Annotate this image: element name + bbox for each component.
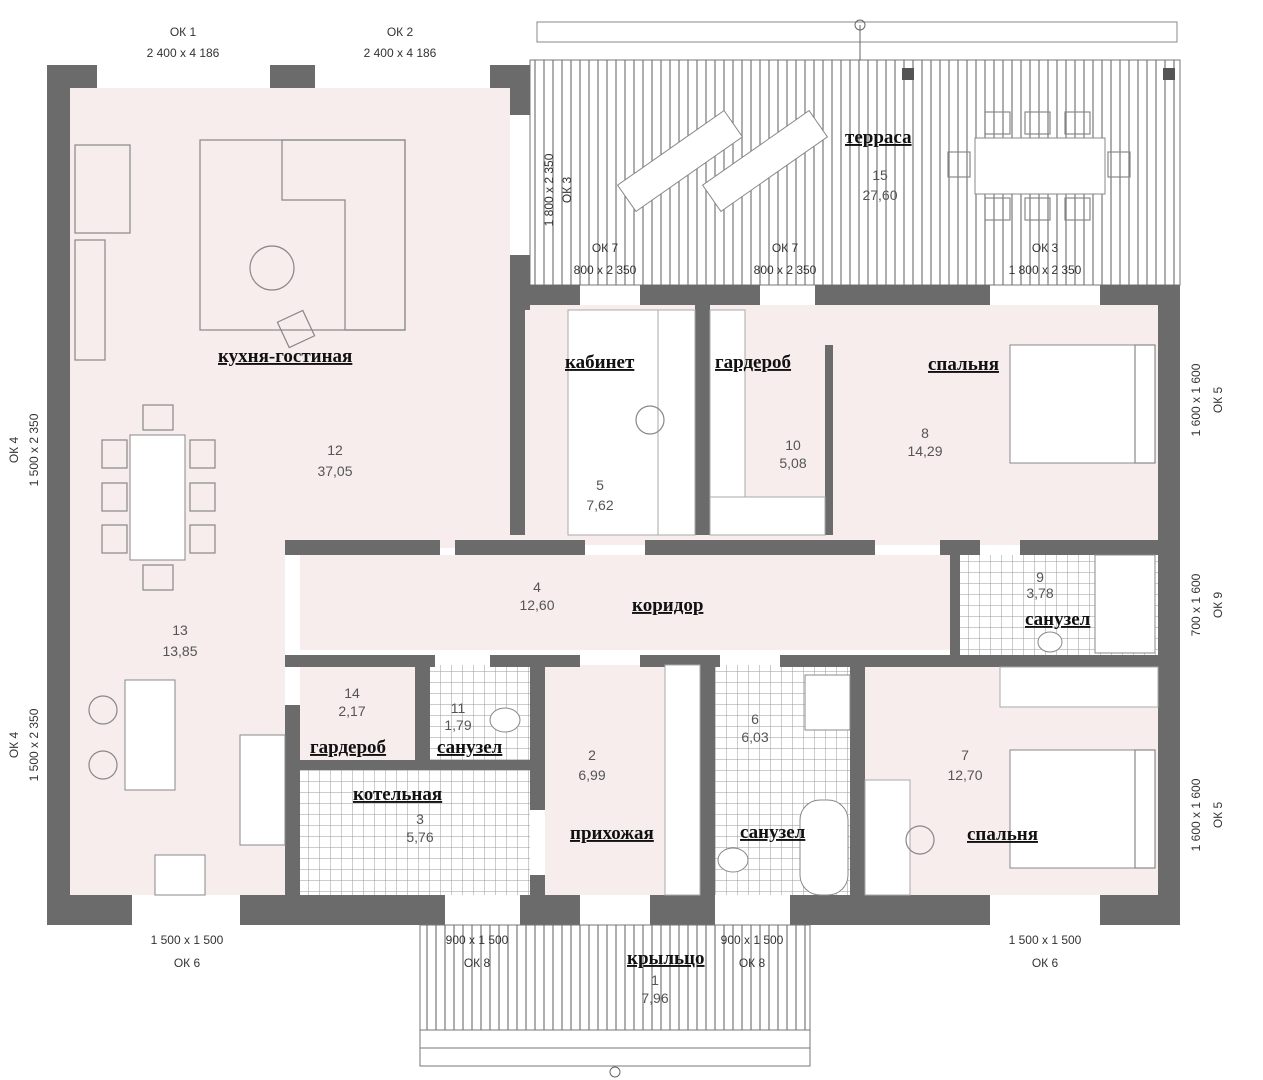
room-number: 14 <box>344 685 360 701</box>
room-area: 6,99 <box>578 767 605 783</box>
room-label-wardrobe: гардероб <box>715 352 791 373</box>
window-name: ОК 8 <box>464 956 491 970</box>
room-number: 7 <box>961 747 969 763</box>
room-area: 7,96 <box>641 990 668 1006</box>
room-area: 5,08 <box>779 455 806 471</box>
window-size: 900 x 1 500 <box>721 933 784 947</box>
room-number: 12 <box>327 442 343 458</box>
walls <box>47 65 1180 925</box>
room-label-boiler: котельная <box>353 784 442 805</box>
room-number: 13 <box>172 622 188 638</box>
room-label-corridor: коридор <box>632 595 703 616</box>
window-name: ОК 6 <box>174 956 201 970</box>
window-size: 1 500 x 2 350 <box>27 413 41 486</box>
window-size: 1 600 x 1 600 <box>1189 778 1203 851</box>
room-area: 1,79 <box>444 717 471 733</box>
window-size: 900 x 1 500 <box>446 933 509 947</box>
window-size: 1 800 x 2 350 <box>542 153 556 226</box>
window-name: ОК 4 <box>7 732 21 759</box>
room-area: 37,05 <box>317 463 352 479</box>
window-name: ОК 7 <box>772 241 799 255</box>
window-size: 2 400 x 4 186 <box>147 46 220 60</box>
sun-lounger-icon <box>616 109 829 213</box>
room-label-bedroom: спальня <box>967 824 1038 845</box>
room-area: 6,03 <box>741 729 768 745</box>
room-number: 9 <box>1036 569 1044 585</box>
window-name: ОК 8 <box>739 956 766 970</box>
window-name: ОК 7 <box>592 241 619 255</box>
window-size: 1 800 x 2 350 <box>1009 263 1082 277</box>
room-number: 6 <box>751 711 759 727</box>
room-area: 3,78 <box>1026 585 1053 601</box>
window-name: ОК 6 <box>1032 956 1059 970</box>
window-labels: ОК 1 2 400 x 4 186 ОК 2 2 400 x 4 186 1 … <box>7 25 1225 970</box>
window-size: 800 x 2 350 <box>754 263 817 277</box>
room-area: 2,17 <box>338 703 365 719</box>
room-area: 12,60 <box>519 597 554 613</box>
window-size: 700 x 1 600 <box>1189 573 1203 636</box>
room-area: 12,70 <box>947 767 982 783</box>
room-label-bathroom: санузел <box>437 737 503 758</box>
window-size: 1 600 x 1 600 <box>1189 363 1203 436</box>
room-label-porch: крыльцо <box>627 948 705 969</box>
room-number: 15 <box>872 167 888 183</box>
window-name: ОК 1 <box>170 25 197 39</box>
room-label-kitchen: кухня-гостиная <box>218 346 352 367</box>
window-name: ОК 9 <box>1211 592 1225 619</box>
window-size: 1 500 x 2 350 <box>27 708 41 781</box>
window-name: ОК 5 <box>1211 387 1225 414</box>
room-area: 27,60 <box>862 187 897 203</box>
room-number: 3 <box>416 811 424 827</box>
room-label-office: кабинет <box>565 352 635 373</box>
room-number: 10 <box>785 437 801 453</box>
window-name: ОК 5 <box>1211 802 1225 829</box>
room-number: 4 <box>533 579 541 595</box>
room-number: 11 <box>451 700 466 716</box>
room-label-wardrobe: гардероб <box>310 737 386 758</box>
room-number: 2 <box>588 747 596 763</box>
window-size: 2 400 x 4 186 <box>364 46 437 60</box>
room-area: 5,76 <box>406 829 433 845</box>
window-name: ОК 2 <box>387 25 414 39</box>
room-area: 7,62 <box>586 497 613 513</box>
room-number: 1 <box>651 972 659 988</box>
room-area: 13,85 <box>162 643 197 659</box>
window-name: ОК 3 <box>560 177 574 204</box>
window-size: 800 x 2 350 <box>574 263 637 277</box>
room-labels: кухня-гостиная 12 37,05 13 13,85 терраса… <box>162 127 1090 1006</box>
furniture <box>74 139 1159 896</box>
porch <box>419 924 811 1078</box>
room-label-hallway: прихожая <box>570 823 654 844</box>
room-number: 5 <box>596 477 604 493</box>
room-label-terrace: терраса <box>845 127 912 148</box>
room-label-bathroom: санузел <box>1025 609 1091 630</box>
room-number: 8 <box>921 425 929 441</box>
room-label-bathroom: санузел <box>740 822 806 843</box>
window-size: 1 500 x 1 500 <box>151 933 224 947</box>
window-size: 1 500 x 1 500 <box>1009 933 1082 947</box>
window-name: ОК 4 <box>7 437 21 464</box>
room-area: 14,29 <box>907 443 942 459</box>
window-name: ОК 3 <box>1032 241 1059 255</box>
dining-table-icon <box>947 111 1131 221</box>
terrace <box>529 19 1181 286</box>
room-label-bedroom: спальня <box>928 354 999 375</box>
